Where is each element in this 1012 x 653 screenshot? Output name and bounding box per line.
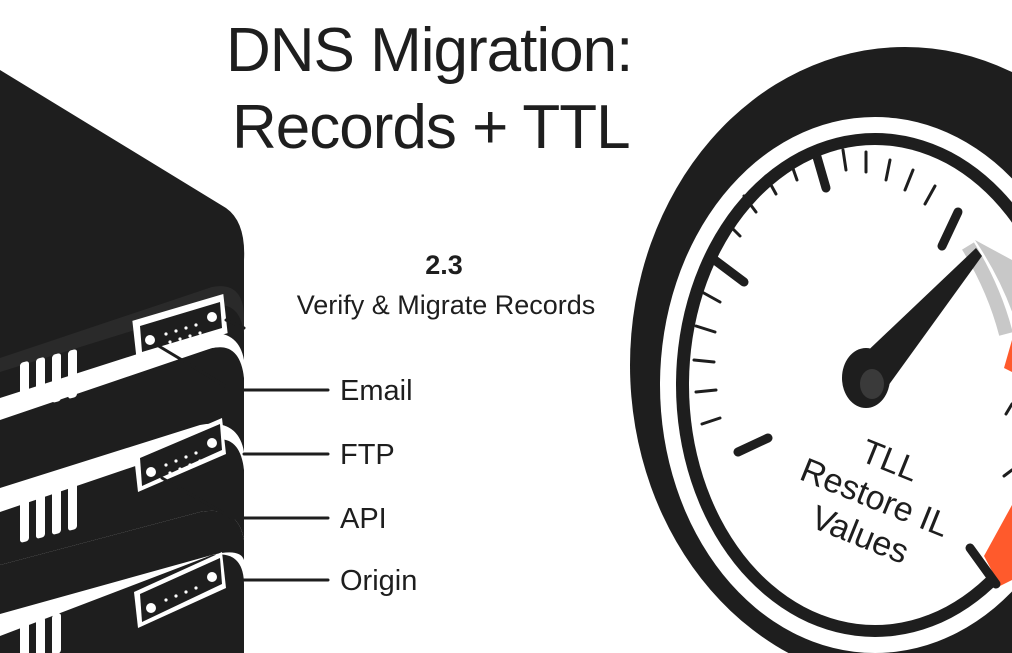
step-number: 2.3 — [425, 250, 463, 280]
step-title: Verify & Migrate Records — [297, 290, 596, 320]
ttl-gauge-icon: TLL Restore IL Values — [630, 47, 1012, 653]
gauge-red-zone-lower — [984, 505, 1012, 586]
record-leader-lines — [155, 318, 330, 582]
record-label-ftp: FTP — [340, 439, 395, 471]
port-connector-2 — [134, 418, 226, 492]
page-title-line-2: Records + TTL — [232, 93, 630, 162]
record-label-email: Email — [340, 375, 413, 407]
record-label-api: API — [340, 503, 387, 535]
gauge-ticks — [692, 145, 1012, 589]
vent-slots — [20, 349, 77, 653]
server-rack-icon — [0, 70, 330, 653]
gauge-red-zone — [1004, 340, 1012, 372]
port-connector-1 — [132, 294, 228, 360]
port-connector-3 — [134, 552, 226, 628]
page-title-line-1: DNS Migration: — [226, 16, 632, 85]
record-label-origin: Origin — [340, 565, 417, 597]
gauge-needle-icon — [842, 248, 982, 408]
gauge-grey-zone — [975, 240, 1012, 334]
